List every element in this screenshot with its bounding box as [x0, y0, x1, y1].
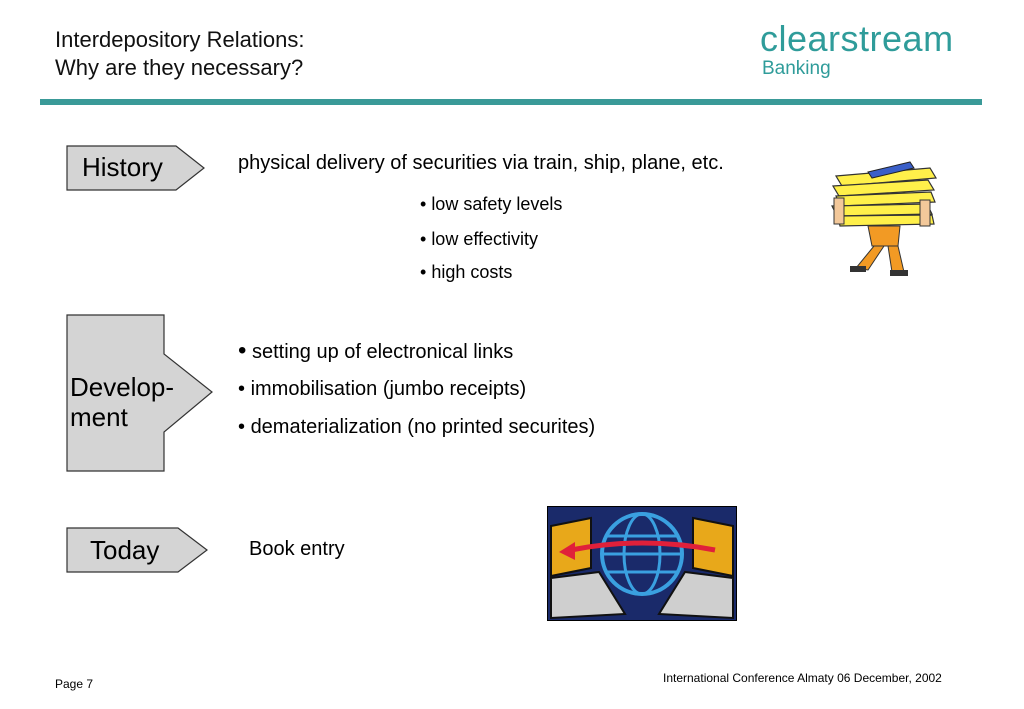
- bullet-text: immobilisation (jumbo receipts): [250, 378, 527, 400]
- history-arrow-box: [66, 145, 206, 191]
- bullet-text: dematerialization (no printed securites): [250, 416, 596, 438]
- title-line-2: Why are they necessary?: [55, 55, 304, 80]
- banking-logo-text: Banking: [762, 58, 831, 79]
- today-label: Today: [90, 535, 160, 565]
- history-bullet-2: • low effectivity: [420, 229, 539, 249]
- bullet-text: low safety levels: [431, 194, 563, 214]
- header-divider: [40, 99, 982, 105]
- bullet-text: setting up of electronical links: [251, 341, 514, 363]
- today-description: Book entry: [249, 538, 345, 560]
- page-number: Page 7: [55, 677, 94, 691]
- today-arrow-box: [66, 527, 210, 573]
- page-title: Interdepository Relations: Why are they …: [55, 26, 304, 82]
- development-bullet-2: • immobilisation (jumbo receipts): [238, 378, 527, 400]
- history-bullet-1: • low safety levels: [420, 194, 563, 214]
- history-description: physical delivery of securities via trai…: [238, 152, 724, 174]
- history-label: History: [82, 152, 163, 182]
- courier-carrying-papers-icon: [828, 158, 940, 283]
- history-bullet-3: • high costs: [420, 262, 513, 282]
- conference-footer: International Conference Almaty 06 Decem…: [663, 671, 942, 685]
- bullet-text: low effectivity: [431, 229, 539, 249]
- development-bullet-1: • setting up of electronical links: [238, 337, 514, 364]
- clearstream-logo: clearstream: [760, 18, 954, 59]
- development-label-line-1: Develop-: [70, 372, 175, 402]
- title-line-1: Interdepository Relations:: [55, 27, 305, 52]
- bullet-text: high costs: [431, 262, 513, 282]
- development-label: Develop- ment: [70, 372, 174, 432]
- development-bullet-3: • dematerialization (no printed securite…: [238, 416, 596, 438]
- development-arrow-box: [66, 314, 216, 474]
- development-label-line-2: ment: [70, 402, 128, 432]
- globe-computers-transfer-icon: [546, 505, 738, 626]
